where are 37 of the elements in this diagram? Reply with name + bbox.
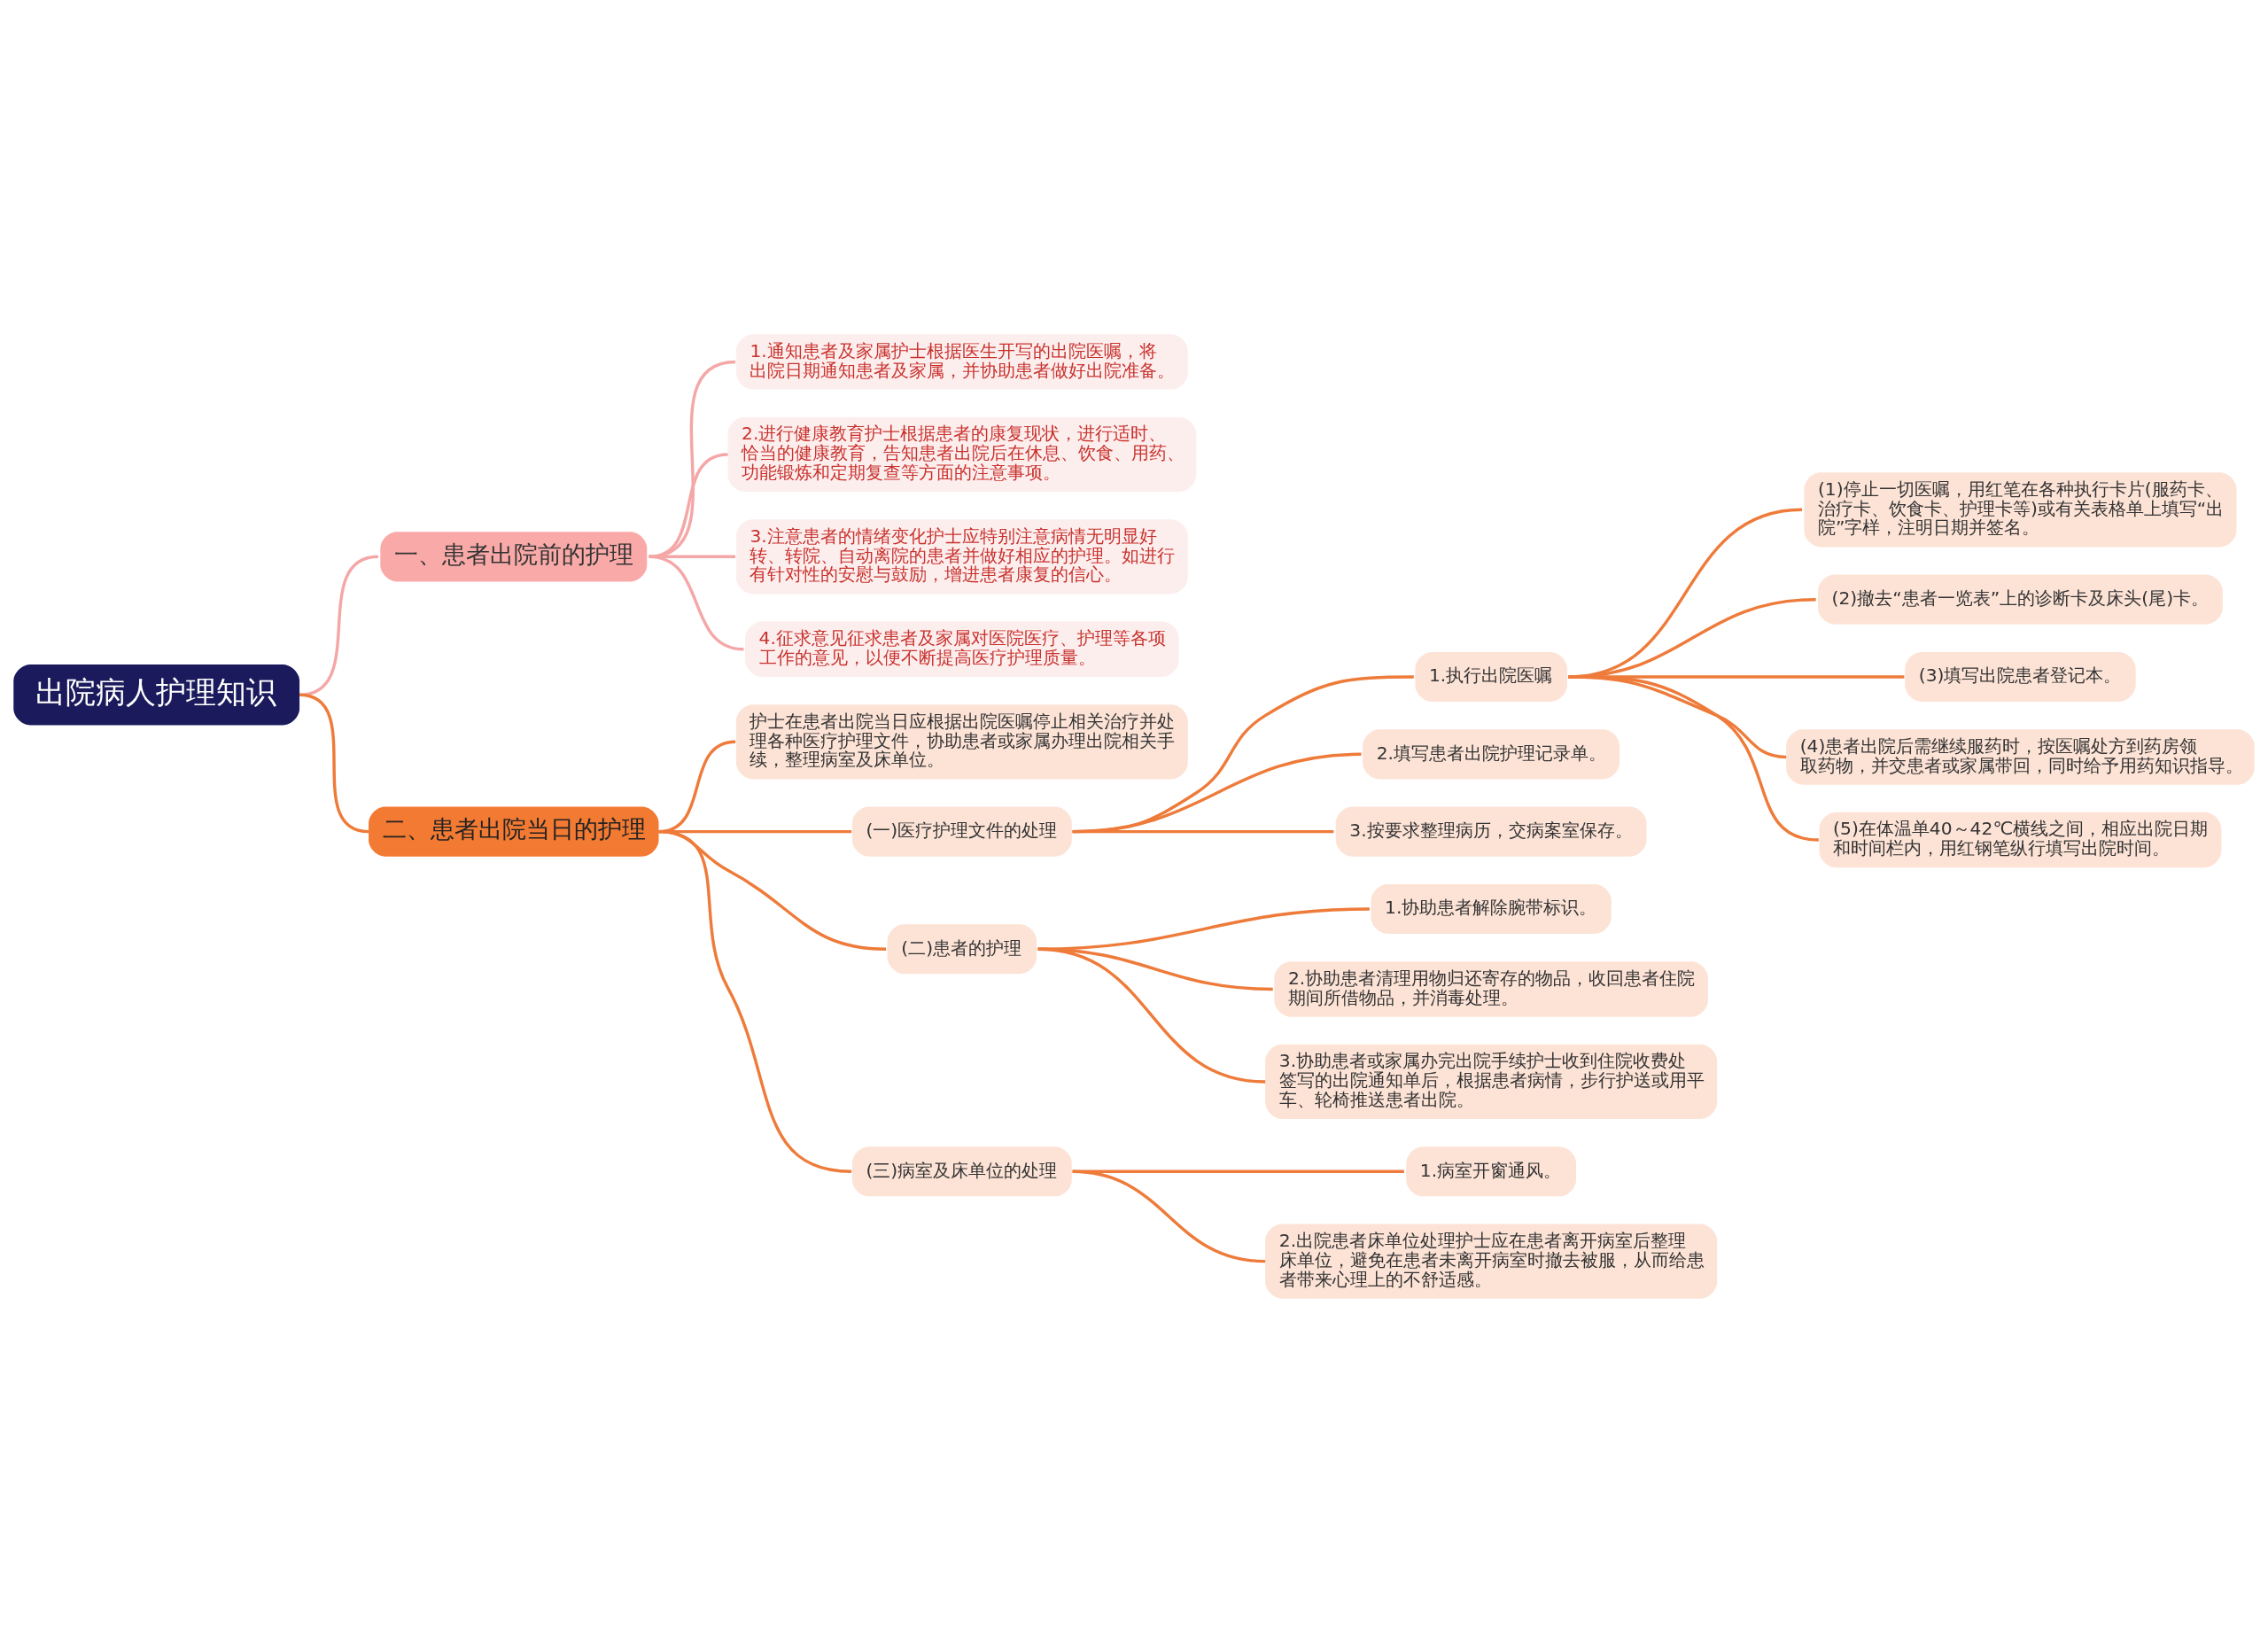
connector [1072,752,1362,833]
connector [1037,947,1266,1084]
node-box: 3.协助患者或家属办完出院手续护士收到住院收费处签写的出院通知单后，根据患者病情，步行护送或用平车、轮椅推送患者出院。 [1265,1044,1718,1119]
connector [1037,906,1370,951]
node-box: 二、患者出院当日的护理 [369,806,659,857]
node-box: (一)医疗护理文件的处理 [851,806,1072,857]
node-box: 3.注意患者的情绪变化护士应特别注意病情无明显好转、转院、自动离院的患者并做好相应的护理。如进行有针对性的安慰与鼓励，增进患者康复的信心。 [735,518,1188,594]
node-box: 1.病室开窗通风。 [1406,1146,1577,1196]
connector [649,360,736,558]
node-box: (二)患者的护理 [887,923,1037,974]
node-box: 护士在患者出院当日应根据出院医嘱停止相关治疗并处理各种医疗护理文件，协助患者或家属办理出院相关手续，整理病室及床单位。 [735,703,1188,779]
node-box: 2.协助患者清理用物归还寄存的物品，收回患者住院期间所借物品，并消毒处理。 [1274,960,1708,1017]
node-box: 1.协助患者解除腕带标识。 [1371,883,1612,934]
node-box: 2.填写患者出院护理记录单。 [1363,728,1620,779]
connector [299,693,369,833]
node-box: (3)填写出院患者登记本。 [1905,651,2136,702]
connector [649,555,744,650]
connector [1072,674,1414,833]
connector [1568,674,1819,842]
connector [658,829,852,1173]
node-box: 一、患者出院前的护理 [380,531,648,581]
node-box: (5)在体温单40～42℃横线之间，相应出院日期和时间栏内，用红钢笔纵行填写出院时间。 [1819,812,2222,867]
node-box: 1.通知患者及家属护士根据医生开写的出院医嘱，将出院日期通知患者及家属，并协助患者做好出院准备。 [735,333,1188,390]
connector [1072,829,1334,833]
node-box: 4.征求意见征求患者及家属对医院医疗、护理等各项工作的意见，以便不断提高医疗护理质量。 [745,621,1179,677]
node-box: (4)患者出院后需继续服药时，按医嘱处方到药房领取药物，并交患者或家属带回，同时给予用药知识指导。 [1786,728,2255,785]
connector [299,555,379,696]
node-box: 2.出院患者床单位处理护士应在患者离开病室后整理床单位，避免在患者未离开病室时撤去被服，从而给患者带来心理上的不舒适感。 [1265,1224,1718,1299]
node-box: 出院病人护理知识 [13,664,300,726]
node-box: 1.执行出院医嘱 [1415,651,1567,702]
node-box: (三)病室及床单位的处理 [851,1146,1072,1196]
node-box: 2.进行健康教育护士根据患者的康复现状，进行适时、恰当的健康教育，告知患者出院后在休息、饮食、用药、功能锻炼和定期复查等方面的注意事项。 [727,416,1197,492]
node-box: (1)停止一切医嘱，用红笔在各种执行卡片(服药卡、治疗卡、饮食卡、护理卡等)或有关表格单上填写“出院”字样，注明日期并签名。 [1804,471,2237,547]
node-box: (2)撤去“患者一览表”上的诊断卡及床头(尾)卡。 [1817,574,2223,625]
connector [1072,1170,1266,1263]
node-box: 3.按要求整理病历，交病案室保存。 [1335,806,1647,857]
connector [649,452,728,558]
